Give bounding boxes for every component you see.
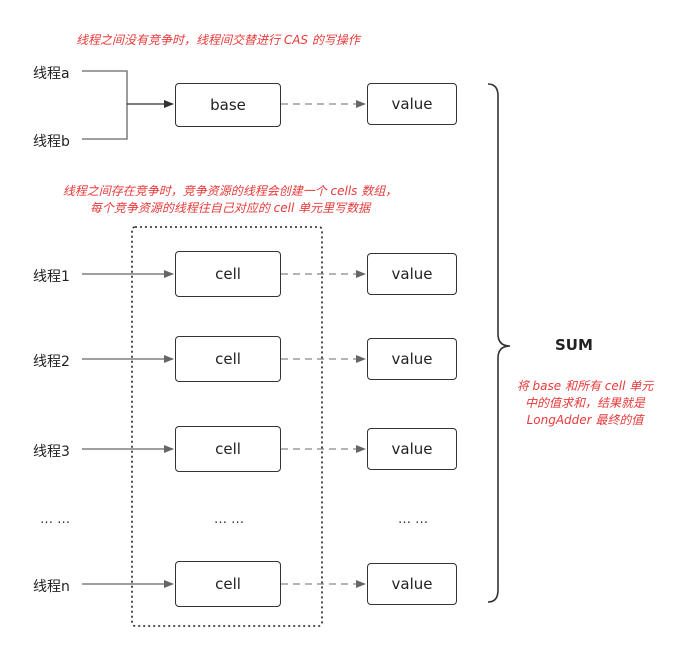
thread-ellipsis: … … — [40, 512, 71, 527]
sum-note-line3: LongAdder 最终的值 — [526, 413, 644, 427]
thread-b-label: 线程b — [33, 134, 70, 150]
no-contention-note: 线程之间没有竞争时，线程间交替进行 CAS 的写操作 — [76, 33, 360, 47]
cell-box-n: cell — [175, 561, 281, 607]
cell-value-box-2: value — [367, 338, 457, 380]
thread-a-label: 线程a — [33, 66, 70, 82]
sum-label: SUM — [555, 336, 593, 354]
cell-value-box-n: value — [367, 563, 457, 605]
value-ellipsis: … … — [398, 512, 429, 527]
cell-box-1: cell — [175, 251, 281, 297]
sum-note: 将 base 和所有 cell 单元 中的值求和，结果就是 LongAdder … — [505, 378, 665, 429]
cell-ellipsis: … … — [214, 512, 245, 527]
thread-ab-connector — [82, 70, 174, 140]
cell-value-box-3: value — [367, 428, 457, 470]
thread-3-label: 线程3 — [33, 444, 70, 460]
base-box: base — [175, 83, 281, 127]
cell-box-2: cell — [175, 336, 281, 382]
contention-note: 线程之间存在竞争时，竞争资源的线程会创建一个 cells 数组， 每个竞争资源的… — [40, 183, 420, 217]
base-value-box: value — [367, 83, 457, 125]
thread-n-label: 线程n — [33, 579, 70, 595]
cell-box-3: cell — [175, 426, 281, 472]
thread-2-label: 线程2 — [33, 354, 70, 370]
sum-note-line1: 将 base 和所有 cell 单元 — [516, 379, 654, 393]
cells-array-container — [131, 226, 323, 627]
cell-value-box-1: value — [367, 253, 457, 295]
sum-note-line2: 中的值求和，结果就是 — [524, 396, 645, 410]
contention-note-line2: 每个竞争资源的线程往自己对应的 cell 单元里写数据 — [89, 201, 371, 215]
thread-1-label: 线程1 — [33, 269, 70, 285]
sum-brace — [487, 83, 511, 603]
contention-note-line1: 线程之间存在竞争时，竞争资源的线程会创建一个 cells 数组， — [62, 184, 398, 198]
